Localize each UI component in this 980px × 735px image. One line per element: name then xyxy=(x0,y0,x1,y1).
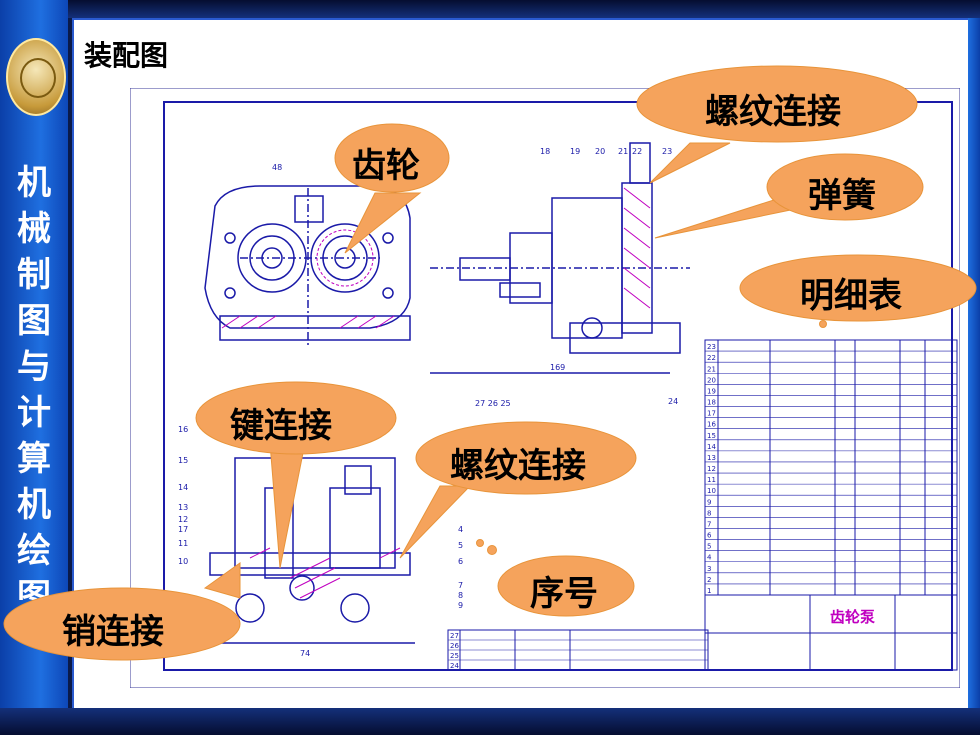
title-block xyxy=(704,594,958,671)
part-number: 9 xyxy=(458,601,463,610)
part-number: 8 xyxy=(458,591,463,600)
bottom-bar xyxy=(0,708,980,735)
dimension-label: 48 xyxy=(272,163,282,172)
callout-thread-mid-bubble xyxy=(415,421,637,495)
callout-gear: 齿轮 xyxy=(352,146,420,186)
part-number: 23 xyxy=(662,147,672,156)
part-number: 19 xyxy=(570,147,580,156)
part-number: 20 xyxy=(595,147,605,156)
parts-list-row-number: 3 xyxy=(707,565,711,573)
part-number: 10 xyxy=(178,557,188,566)
part-number: 18 xyxy=(540,147,550,156)
part-number: 11 xyxy=(178,539,188,548)
dimension-label: 74 xyxy=(300,649,310,658)
front-view xyxy=(204,185,411,348)
callout-thread-top-bubble xyxy=(636,65,918,143)
side-title: 机 械 制 图 与 计 算 机 绘 图 xyxy=(10,160,58,600)
front-view-hatch xyxy=(221,229,395,329)
callout-pin-bubble xyxy=(3,587,241,661)
parts-list xyxy=(704,339,958,596)
side-title-char: 计 xyxy=(17,393,51,433)
part-number: 22 xyxy=(632,147,642,156)
callout-parts-list: 明细表 xyxy=(800,276,902,316)
part-number: 16 xyxy=(178,425,188,434)
part-number: 4 xyxy=(458,525,463,534)
dimension-label: 27 26 25 xyxy=(475,399,511,408)
assembly-drawing: 48 169 18 19 20 21 22 23 24 27 26 25 xyxy=(130,88,960,688)
parts-list-row-number: 16 xyxy=(707,421,716,429)
side-title-char: 图 xyxy=(17,301,51,341)
parts-list-row-number: 14 xyxy=(707,443,716,451)
school-logo-icon xyxy=(6,38,66,116)
callout-key: 键连接 xyxy=(230,406,332,446)
parts-list-row-number: 8 xyxy=(707,509,711,517)
parts-list-row-number: 22 xyxy=(707,354,716,362)
part-number: 13 xyxy=(178,503,188,512)
lower-table-row-number: 24 xyxy=(450,662,459,670)
callout-key-bubble xyxy=(195,381,397,455)
parts-list-row-number: 10 xyxy=(707,487,716,495)
callout-pin: 销连接 xyxy=(62,612,164,652)
part-number: 17 xyxy=(178,525,188,534)
parts-list-row-number: 5 xyxy=(707,543,711,551)
lower-table-row-number: 25 xyxy=(450,652,459,660)
side-title-char: 绘 xyxy=(17,531,51,571)
callout-thread-top: 螺纹连接 xyxy=(705,92,841,132)
side-title-char: 械 xyxy=(17,209,51,249)
callout-spring-bubble xyxy=(766,153,924,221)
callout-gear-bubble xyxy=(334,123,450,193)
dimension-label: 169 xyxy=(550,363,565,372)
parts-list-row-number: 19 xyxy=(707,387,716,395)
callout-spring: 弹簧 xyxy=(808,176,876,216)
side-title-char: 图 xyxy=(17,577,51,600)
side-title-char: 与 xyxy=(17,347,51,387)
part-number: 14 xyxy=(178,483,188,492)
top-bar xyxy=(0,0,980,18)
parts-list-row-number: 12 xyxy=(707,465,716,473)
parts-list-row-number: 7 xyxy=(707,520,711,528)
side-title-char: 机 xyxy=(17,485,51,525)
parts-list-row-number: 1 xyxy=(707,587,711,595)
top-view-hatch xyxy=(249,547,401,599)
top-view xyxy=(200,457,415,644)
callout-thread-mid: 螺纹连接 xyxy=(450,446,586,486)
side-title-char: 机 xyxy=(17,163,51,203)
right-strip xyxy=(968,18,980,708)
part-number: 15 xyxy=(178,456,188,465)
callout-leaders xyxy=(203,142,827,599)
part-number: 21 xyxy=(618,147,628,156)
dimension-label: 24 xyxy=(668,397,678,406)
page-title: 装配图 xyxy=(84,39,169,72)
side-title-char: 制 xyxy=(17,255,51,295)
parts-list-row-number: 17 xyxy=(707,410,716,418)
title-block-name: 齿轮泵 xyxy=(830,608,875,626)
parts-list-row-number: 15 xyxy=(707,432,716,440)
lower-table-row-number: 27 xyxy=(450,632,459,640)
callout-sequence-bubble xyxy=(497,555,635,617)
parts-list-row-number: 11 xyxy=(707,476,716,484)
parts-list-row-number: 21 xyxy=(707,365,716,373)
part-number: 7 xyxy=(458,581,463,590)
parts-list-row-number: 6 xyxy=(707,532,712,540)
callout-sequence: 序号 xyxy=(530,574,598,614)
lower-table-row-number: 26 xyxy=(450,642,459,650)
side-title-char: 算 xyxy=(17,439,51,479)
lower-table-rows: 27 26 25 24 xyxy=(448,632,708,671)
parts-list-row-number: 18 xyxy=(707,399,716,407)
callout-parts-list-bubble xyxy=(739,254,977,322)
parts-list-row-number: 9 xyxy=(707,498,711,506)
part-number: 6 xyxy=(458,557,463,566)
side-view-hatch xyxy=(623,187,651,309)
parts-list-row-number: 20 xyxy=(707,376,716,384)
side-view xyxy=(430,142,690,374)
parts-list-row-number: 2 xyxy=(707,576,711,584)
part-number: 5 xyxy=(458,541,463,550)
part-number: 12 xyxy=(178,515,188,524)
parts-list-row-number: 4 xyxy=(707,554,712,562)
parts-list-row-number: 13 xyxy=(707,454,716,462)
parts-list-row-number: 23 xyxy=(707,343,716,351)
